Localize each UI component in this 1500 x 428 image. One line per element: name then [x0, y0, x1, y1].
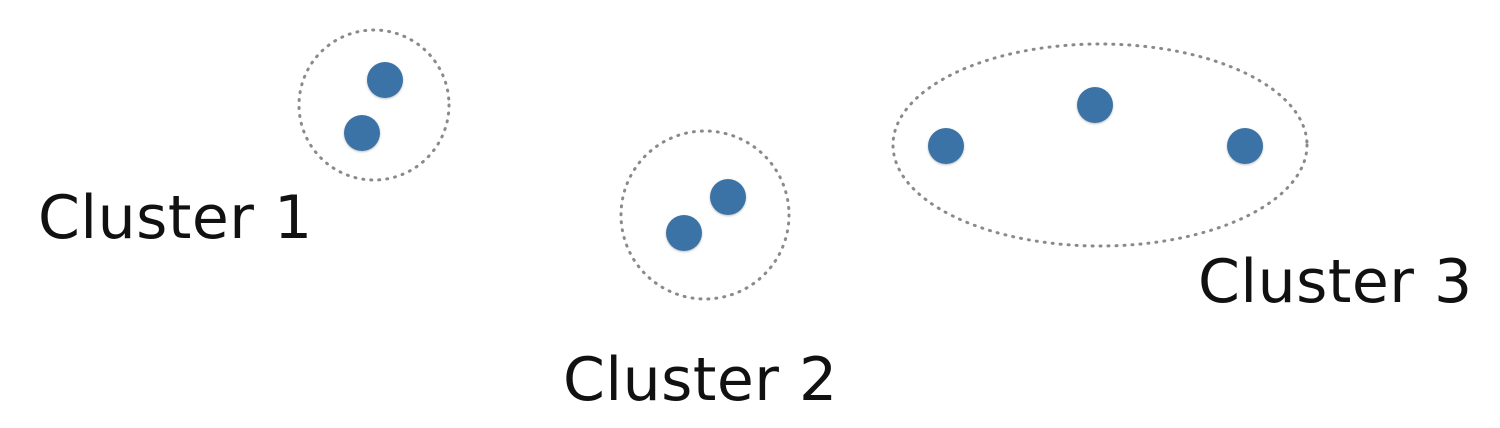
cluster-2-label: Cluster 2 [563, 345, 838, 415]
cluster-3-boundary [891, 42, 1309, 248]
cluster-1-point [367, 62, 403, 98]
cluster-3-point [928, 128, 964, 164]
cluster-2: Cluster 2 [563, 129, 838, 415]
cluster-3-point [1077, 87, 1113, 123]
cluster-1: Cluster 1 [38, 28, 451, 253]
cluster-1-boundary [297, 28, 451, 182]
cluster-3-point [1227, 128, 1263, 164]
cluster-2-point [710, 179, 746, 215]
cluster-3: Cluster 3 [891, 42, 1473, 317]
cluster-2-point [666, 215, 702, 251]
cluster-3-label: Cluster 3 [1198, 247, 1473, 317]
cluster-1-label: Cluster 1 [38, 183, 313, 253]
cluster-1-point [344, 115, 380, 151]
cluster-2-boundary [619, 129, 791, 301]
